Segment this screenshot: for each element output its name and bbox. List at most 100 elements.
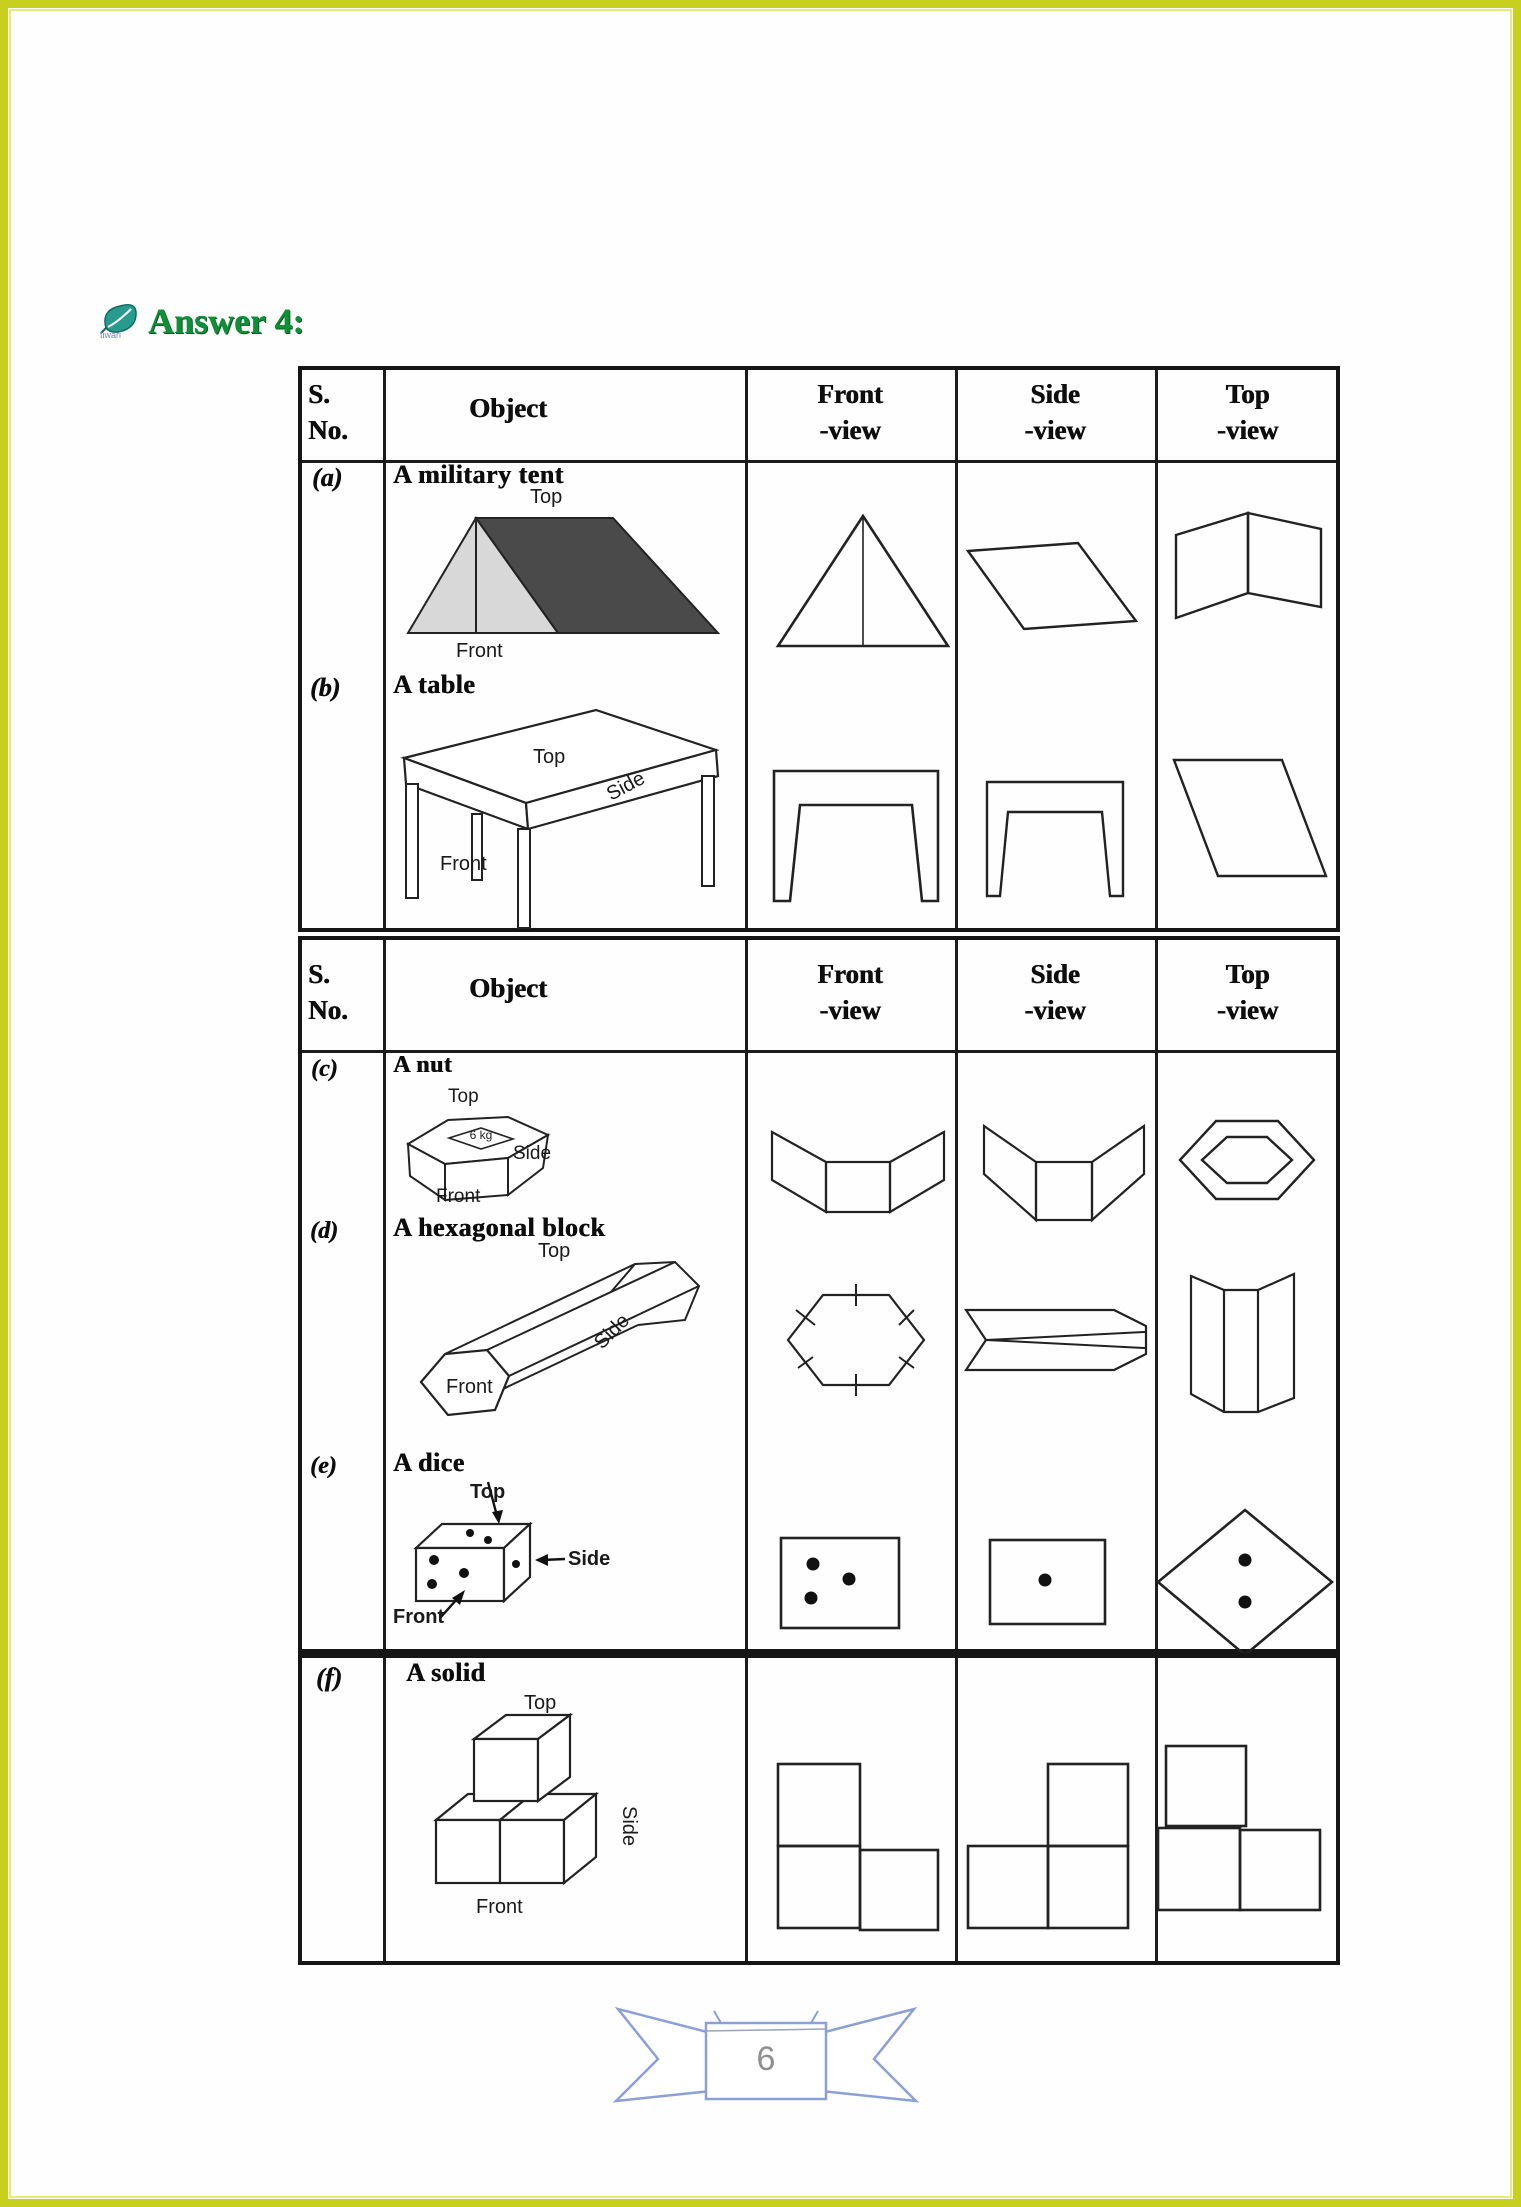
- table-side-view: [985, 780, 1125, 898]
- block-front-label: Front: [446, 1376, 493, 1398]
- column-line: [1155, 1658, 1158, 1961]
- row-e-title: A dice: [393, 1448, 465, 1477]
- header-sno: S. No.: [308, 376, 374, 448]
- header2-front-line1: Front: [817, 959, 883, 989]
- solid-side-label: Side: [618, 1806, 640, 1847]
- header2-side-line2: -view: [1024, 995, 1086, 1025]
- block-side-view: [963, 1308, 1148, 1372]
- nut-front-label: Front: [436, 1186, 481, 1207]
- header2-side-view: Side -view: [955, 956, 1155, 1028]
- solid-side-view: [966, 1762, 1130, 1930]
- header-object: Object: [469, 393, 547, 423]
- dice-front-label: Front: [393, 1606, 445, 1628]
- header2-top-view: Top -view: [1155, 956, 1340, 1028]
- header2-front-line2: -view: [819, 995, 881, 1025]
- dice-side-view: [988, 1538, 1107, 1626]
- row-f-sno: (f): [316, 1663, 342, 1692]
- header-sno-line2: No.: [308, 415, 348, 445]
- solid-front-label: Front: [476, 1896, 523, 1918]
- block-top-label: Top: [538, 1240, 571, 1262]
- tent-top-view: [1174, 511, 1323, 620]
- header-sno-line1: S.: [308, 379, 330, 409]
- header-front-line1: Front: [817, 379, 883, 409]
- column-line: [383, 1658, 386, 1961]
- solid-top-label: Top: [524, 1692, 557, 1714]
- header-separator: [302, 1050, 1336, 1053]
- column-line: [383, 370, 386, 928]
- tent-drawing: [406, 516, 721, 634]
- header-top-view: Top -view: [1155, 376, 1340, 448]
- block-top-view: [1189, 1272, 1296, 1414]
- solid-cubes-drawing: [432, 1712, 600, 1886]
- nut-front-view: [770, 1130, 946, 1214]
- column-line: [1155, 940, 1158, 1649]
- table-front-label: Front: [440, 853, 487, 875]
- column-line: [1155, 370, 1158, 928]
- header-separator: [302, 460, 1336, 463]
- answer-table-1: [298, 366, 1340, 932]
- answer-heading: Answer 4:: [148, 301, 305, 341]
- table-top-label: Top: [533, 746, 566, 768]
- nut-top-label: Top: [448, 1086, 479, 1107]
- dice-front-view: [779, 1536, 901, 1630]
- header2-front-view: Front -view: [745, 956, 955, 1028]
- answer-table-3: [298, 1653, 1340, 1965]
- dice-drawing: [413, 1481, 566, 1619]
- answer-table-2: [298, 936, 1340, 1653]
- header2-sno-line1: S.: [308, 959, 330, 989]
- header2-object: Object: [469, 973, 547, 1003]
- nut-side-label: Side: [513, 1143, 552, 1164]
- nut-weight-label: 6 kg: [469, 1128, 493, 1142]
- header2-side-line1: Side: [1030, 959, 1080, 989]
- row-b-sno: (b): [310, 673, 341, 702]
- column-line: [955, 940, 958, 1649]
- header-top-line1: Top: [1225, 379, 1270, 409]
- column-line: [383, 940, 386, 1649]
- row-e-sno: (e): [310, 1453, 337, 1479]
- tent-side-view: [965, 541, 1139, 631]
- column-line: [955, 370, 958, 928]
- dice-top-view: [1155, 1508, 1335, 1657]
- hexagonal-block-drawing: [419, 1260, 701, 1417]
- nut-top-view: [1178, 1119, 1316, 1201]
- dice-top-label: Top: [470, 1481, 506, 1503]
- row-f-title: A solid: [406, 1658, 486, 1687]
- row-b-title: A table: [393, 670, 476, 699]
- column-line: [955, 1658, 958, 1961]
- header2-top-line2: -view: [1216, 995, 1279, 1025]
- table-top-view: [1172, 758, 1328, 878]
- column-line: [745, 1658, 748, 1961]
- row-c-title: A nut: [393, 1052, 453, 1078]
- logo-text: tiwari: [100, 330, 122, 340]
- table-front-view: [772, 769, 940, 903]
- page-number: 6: [756, 2040, 776, 2078]
- leaf-logo-icon: [100, 303, 137, 334]
- header2-top-line1: Top: [1225, 959, 1270, 989]
- solid-top-view: [1156, 1744, 1322, 1912]
- column-line: [745, 940, 748, 1649]
- row-c-sno: (c): [311, 1056, 338, 1082]
- dice-side-label: Side: [568, 1548, 611, 1570]
- header-side-line2: -view: [1024, 415, 1086, 445]
- table-drawing: [400, 708, 720, 929]
- tent-front-label: Front: [456, 640, 503, 662]
- page-number-ribbon: [612, 2006, 920, 2103]
- nut-side-view: [982, 1123, 1146, 1223]
- header-top-line2: -view: [1216, 415, 1279, 445]
- block-front-view: [786, 1284, 926, 1396]
- tent-front-view: [775, 513, 951, 648]
- header-front-line2: -view: [819, 415, 881, 445]
- header2-sno: S. No.: [308, 956, 374, 1028]
- row-a-title: A military tent: [393, 460, 564, 489]
- row-d-sno: (d): [310, 1218, 338, 1244]
- header-side-view: Side -view: [955, 376, 1155, 448]
- header-front-view: Front -view: [745, 376, 955, 448]
- solid-front-view: [776, 1762, 940, 1932]
- header2-sno-line2: No.: [308, 995, 348, 1025]
- nut-drawing: [405, 1115, 551, 1202]
- column-line: [745, 370, 748, 928]
- header-side-line1: Side: [1030, 379, 1080, 409]
- tent-top-label: Top: [530, 486, 563, 508]
- row-a-sno: (a): [312, 463, 343, 492]
